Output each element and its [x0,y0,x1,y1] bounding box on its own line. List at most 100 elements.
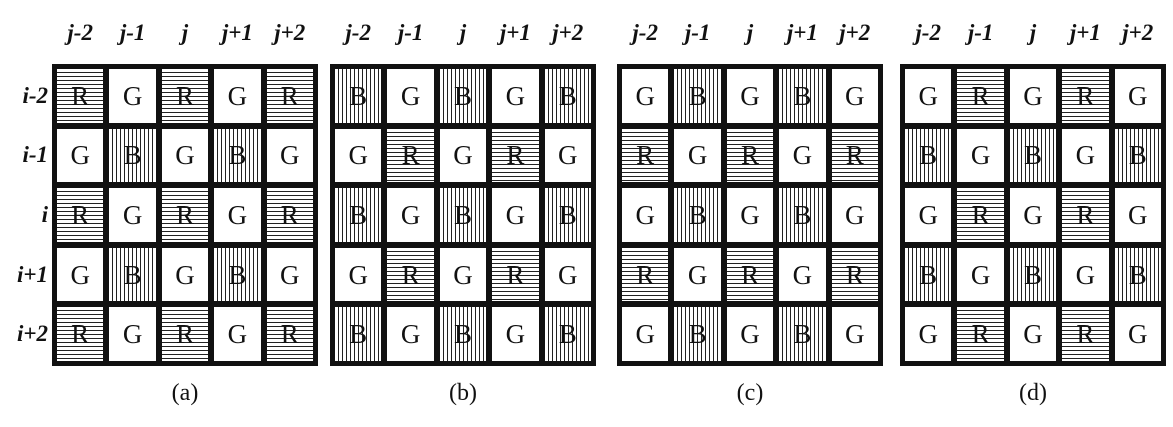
pixel-letter: G [1128,199,1148,230]
pixel-letter: B [453,319,472,350]
pixel-letter: B [228,259,247,290]
pixel-letter: B [558,319,577,350]
pixel-letter: G [845,199,865,230]
pixel-letter: G [918,319,938,350]
row-label: i+2 [17,321,48,347]
pixel-letter: G [505,80,526,111]
pixel-cell-b: B [214,247,261,302]
pixel-letter: G [1023,80,1043,111]
pixel-cell-r: R [161,307,209,361]
pixel-letter: B [919,259,938,290]
pixel-cell-b: B [544,69,591,123]
column-label: j+1 [786,20,818,45]
pixel-cell-b: B [674,69,721,123]
pixel-letter: R [175,199,194,230]
pixel-letter: G [227,319,248,350]
pixel-cell-g: G [726,307,774,361]
column-label: j+1 [499,20,531,45]
pixel-letter: B [1023,140,1042,171]
pixel-cell-b: B [439,69,487,123]
column-label: j-1 [119,20,146,45]
pixel-letter: B [228,140,247,171]
pixel-cell-r: R [622,128,669,183]
pixel-cell-r: R [831,247,878,302]
pixel-cell-g: G [905,69,952,123]
column-label: j-1 [397,20,424,45]
panel-caption: (d) [1019,380,1047,406]
pixel-cell-b: B [1114,247,1161,302]
pixel-letter: B [558,199,577,230]
pixel-letter: R [280,80,299,111]
pixel-cell-r: R [161,188,209,242]
pixel-cell-g: G [335,128,382,183]
pixel-letter: R [1076,80,1095,111]
pixel-letter: G [740,199,760,230]
column-label: j [459,20,467,45]
pixel-cell-b: B [779,69,826,123]
pixel-cell-g: G [622,69,669,123]
pixel-letter: G [1075,140,1096,171]
pixel-letter: G [635,199,655,230]
pixel-letter: G [970,140,991,171]
pixel-cell-b: B [335,307,382,361]
pixel-letter: R [636,259,655,290]
pixel-cell-b: B [779,307,826,361]
pixel-cell-r: R [831,128,878,183]
pixel-cell-g: G [266,128,313,183]
pixel-cell-r: R [57,307,104,361]
pixel-letter: R [401,259,420,290]
pixel-letter: G [918,80,938,111]
pixel-cell-g: G [831,69,878,123]
pixel-cell-r: R [726,128,774,183]
pixel-letter: R [845,140,864,171]
pixel-letter: G [122,80,143,111]
pixel-cell-g: G [109,188,156,242]
pixel-letter: G [740,319,760,350]
row-label: i-1 [22,142,48,168]
pixel-letter: B [349,80,368,111]
column-label: j-2 [345,20,371,45]
pixel-letter: G [400,80,421,111]
pixel-letter: G [792,259,813,290]
pixel-cell-g: G [387,307,434,361]
pixel-letter: R [971,199,990,230]
pixel-letter: R [506,140,525,171]
pixel-cell-r: R [492,128,539,183]
column-label: j-1 [967,20,994,45]
pixel-cell-g: G [214,307,261,361]
column-label: j+2 [839,20,871,45]
column-label: j [746,20,754,45]
pixel-letter: R [401,140,420,171]
column-label: j+2 [1122,20,1154,45]
pixel-cell-g: G [831,188,878,242]
pixel-letter: B [1128,140,1147,171]
pixel-letter: R [740,140,759,171]
pixel-letter: G [175,140,195,171]
pixel-letter: G [175,259,195,290]
pixel-letter: G [280,140,300,171]
pixel-cell-r: R [1062,69,1109,123]
pixel-cell-g: G [1009,69,1057,123]
pixel-cell-b: B [544,307,591,361]
pixel-cell-b: B [109,128,156,183]
pixel-cell-b: B [674,188,721,242]
pixel-letter: B [793,80,812,111]
pixel-cell-g: G [957,128,1004,183]
pixel-cell-g: G [1114,69,1161,123]
pixel-letter: G [400,199,421,230]
pixel-letter: B [793,319,812,350]
pixel-letter: G [635,80,655,111]
pixel-cell-g: G [492,69,539,123]
pixel-cell-g: G [161,247,209,302]
column-label: j-2 [632,20,658,45]
pixel-letter: B [123,259,142,290]
column-label: j+1 [221,20,253,45]
pixel-letter: G [1128,319,1148,350]
pixel-cell-r: R [726,247,774,302]
pixel-cell-g: G [109,69,156,123]
pixel-letter: B [123,140,142,171]
